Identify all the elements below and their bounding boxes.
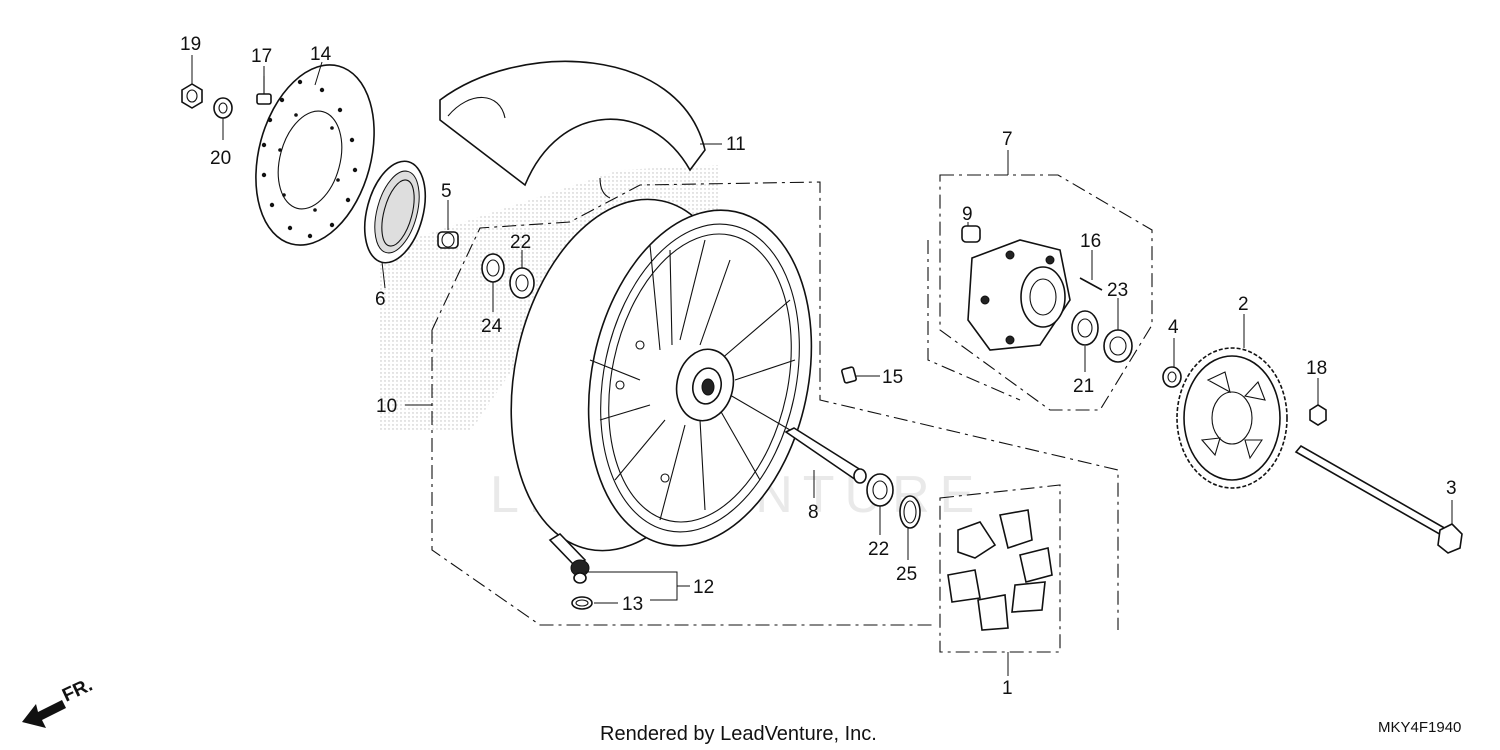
callout-4: 4 bbox=[1168, 317, 1179, 338]
callout-14: 14 bbox=[310, 44, 332, 65]
callout-11: 11 bbox=[726, 134, 746, 155]
callout-25: 25 bbox=[896, 564, 917, 585]
callout-17: 17 bbox=[251, 46, 272, 67]
callout-5: 5 bbox=[441, 181, 452, 202]
bearing-left bbox=[509, 267, 535, 299]
callout-3: 3 bbox=[1446, 478, 1457, 499]
callout-13: 13 bbox=[622, 594, 643, 615]
front-arrow-icon bbox=[22, 700, 66, 728]
brake-disc bbox=[255, 64, 375, 246]
rear-wheel bbox=[510, 198, 813, 552]
valve-o-ring bbox=[571, 596, 593, 610]
front-direction-label: FR. bbox=[59, 675, 96, 707]
collar-small bbox=[961, 225, 981, 243]
footer-credit: Rendered by LeadVenture, Inc. bbox=[600, 723, 877, 745]
leader-lines bbox=[191, 55, 1453, 676]
bearing-right bbox=[866, 473, 894, 507]
collar bbox=[437, 231, 459, 249]
callout-24: 24 bbox=[481, 316, 503, 337]
driven-flange bbox=[967, 239, 1071, 351]
disc-mount-plate bbox=[363, 160, 427, 264]
sprocket-nut bbox=[1309, 404, 1327, 426]
final-driven-sprocket bbox=[1176, 347, 1288, 489]
callout-2: 2 bbox=[1238, 294, 1249, 315]
callout-23: 23 bbox=[1107, 280, 1128, 301]
callout-15: 15 bbox=[882, 367, 903, 388]
hub-assembly-outline bbox=[939, 174, 1153, 411]
stud-bolt bbox=[1079, 277, 1103, 291]
bearing-flange bbox=[1071, 310, 1099, 346]
callout-7: 7 bbox=[1002, 129, 1013, 150]
washer bbox=[213, 97, 233, 119]
distance-collar bbox=[784, 427, 867, 484]
pin bbox=[841, 366, 857, 384]
callout-20: 20 bbox=[210, 148, 231, 169]
callout-21: 21 bbox=[1073, 376, 1094, 397]
callout-18: 18 bbox=[1306, 358, 1327, 379]
tire-valve bbox=[548, 532, 590, 584]
callout-12: 12 bbox=[693, 577, 714, 598]
callout-8: 8 bbox=[808, 502, 819, 523]
callout-1: 1 bbox=[1002, 678, 1013, 699]
callout-16: 16 bbox=[1080, 231, 1101, 252]
callout-22-right: 22 bbox=[868, 539, 889, 560]
callout-10: 10 bbox=[376, 396, 397, 417]
wheel-damper-rubbers bbox=[947, 509, 1053, 631]
callout-19: 19 bbox=[180, 34, 201, 55]
flange-seal bbox=[1103, 329, 1133, 363]
circlip bbox=[899, 495, 921, 529]
rear-axle bbox=[1294, 444, 1463, 554]
callout-6: 6 bbox=[375, 289, 386, 310]
disc-bolt bbox=[256, 76, 272, 105]
damper-outline bbox=[939, 484, 1061, 653]
callout-labels: 19 17 14 20 5 6 22 24 10 11 7 9 16 23 21… bbox=[180, 34, 1457, 699]
hub-sub-outline bbox=[927, 240, 1021, 401]
sprocket-washer bbox=[1162, 366, 1182, 388]
hex-nut bbox=[181, 83, 203, 109]
callout-9: 9 bbox=[962, 204, 973, 225]
front-direction-indicator: FR. bbox=[22, 675, 96, 728]
wheel-assembly-outline bbox=[431, 181, 1119, 630]
tire bbox=[439, 60, 706, 199]
diagram-code: MKY4F1940 bbox=[1378, 719, 1461, 736]
callout-22-left: 22 bbox=[510, 232, 531, 253]
dust-seal bbox=[481, 253, 505, 283]
